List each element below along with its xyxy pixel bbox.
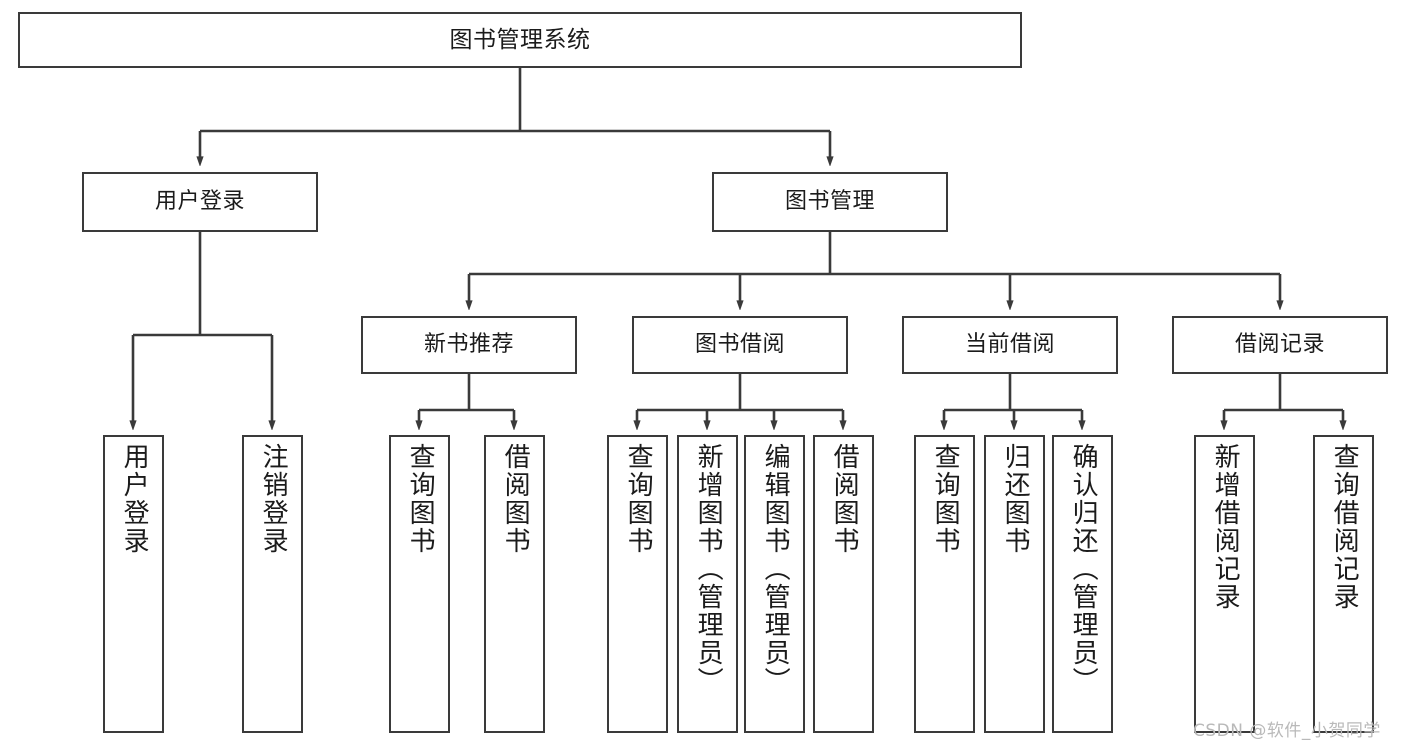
node-leaf-logout-login[interactable]: 注销登录 [242, 435, 303, 733]
node-label: 查询图书 [930, 443, 961, 555]
node-label: 图书借阅 [694, 332, 785, 358]
node-leaf-edit-book-admin[interactable]: 编辑图书（管理员） [744, 435, 805, 733]
node-label: 归还图书 [1000, 443, 1031, 555]
node-root-book-management-system[interactable]: 图书管理系统 [18, 12, 1022, 68]
node-new-book-recommend[interactable]: 新书推荐 [361, 316, 577, 374]
node-label: 用户登录 [154, 189, 245, 215]
node-book-management[interactable]: 图书管理 [712, 172, 948, 232]
node-leaf-borrow-book-recommend[interactable]: 借阅图书 [484, 435, 545, 733]
node-leaf-query-book-borrow[interactable]: 查询图书 [607, 435, 668, 733]
node-label: 查询借阅记录 [1329, 443, 1360, 611]
node-leaf-user-login[interactable]: 用户登录 [103, 435, 164, 733]
node-leaf-confirm-return-admin[interactable]: 确认归还（管理员） [1052, 435, 1113, 733]
node-borrow-record[interactable]: 借阅记录 [1172, 316, 1388, 374]
node-label: 借阅记录 [1234, 332, 1325, 358]
node-label: 注销登录 [258, 443, 289, 555]
node-label: 图书管理 [784, 189, 875, 215]
node-label: 图书管理系统 [449, 26, 591, 53]
node-leaf-query-book-current[interactable]: 查询图书 [914, 435, 975, 733]
node-current-borrow[interactable]: 当前借阅 [902, 316, 1118, 374]
node-leaf-query-borrow-record[interactable]: 查询借阅记录 [1313, 435, 1374, 733]
node-leaf-add-book-admin[interactable]: 新增图书（管理员） [677, 435, 738, 733]
node-label: 当前借阅 [964, 332, 1055, 358]
node-label: 用户登录 [119, 443, 150, 555]
node-user-login[interactable]: 用户登录 [82, 172, 318, 232]
node-label: 借阅图书 [500, 443, 531, 555]
node-label: 查询图书 [623, 443, 654, 555]
node-label: 新增借阅记录 [1210, 443, 1241, 611]
node-label: 编辑图书（管理员） [760, 443, 791, 695]
node-leaf-add-borrow-record[interactable]: 新增借阅记录 [1194, 435, 1255, 733]
node-label: 确认归还（管理员） [1068, 443, 1099, 695]
node-leaf-borrow-book[interactable]: 借阅图书 [813, 435, 874, 733]
csdn-watermark: CSDN @软件_小贺同学 [1193, 721, 1381, 741]
node-leaf-return-book[interactable]: 归还图书 [984, 435, 1045, 733]
node-label: 新书推荐 [423, 332, 514, 358]
node-label: 新增图书（管理员） [693, 443, 724, 695]
node-leaf-query-book-recommend[interactable]: 查询图书 [389, 435, 450, 733]
node-book-borrow[interactable]: 图书借阅 [632, 316, 848, 374]
node-label: 借阅图书 [829, 443, 860, 555]
node-label: 查询图书 [405, 443, 436, 555]
